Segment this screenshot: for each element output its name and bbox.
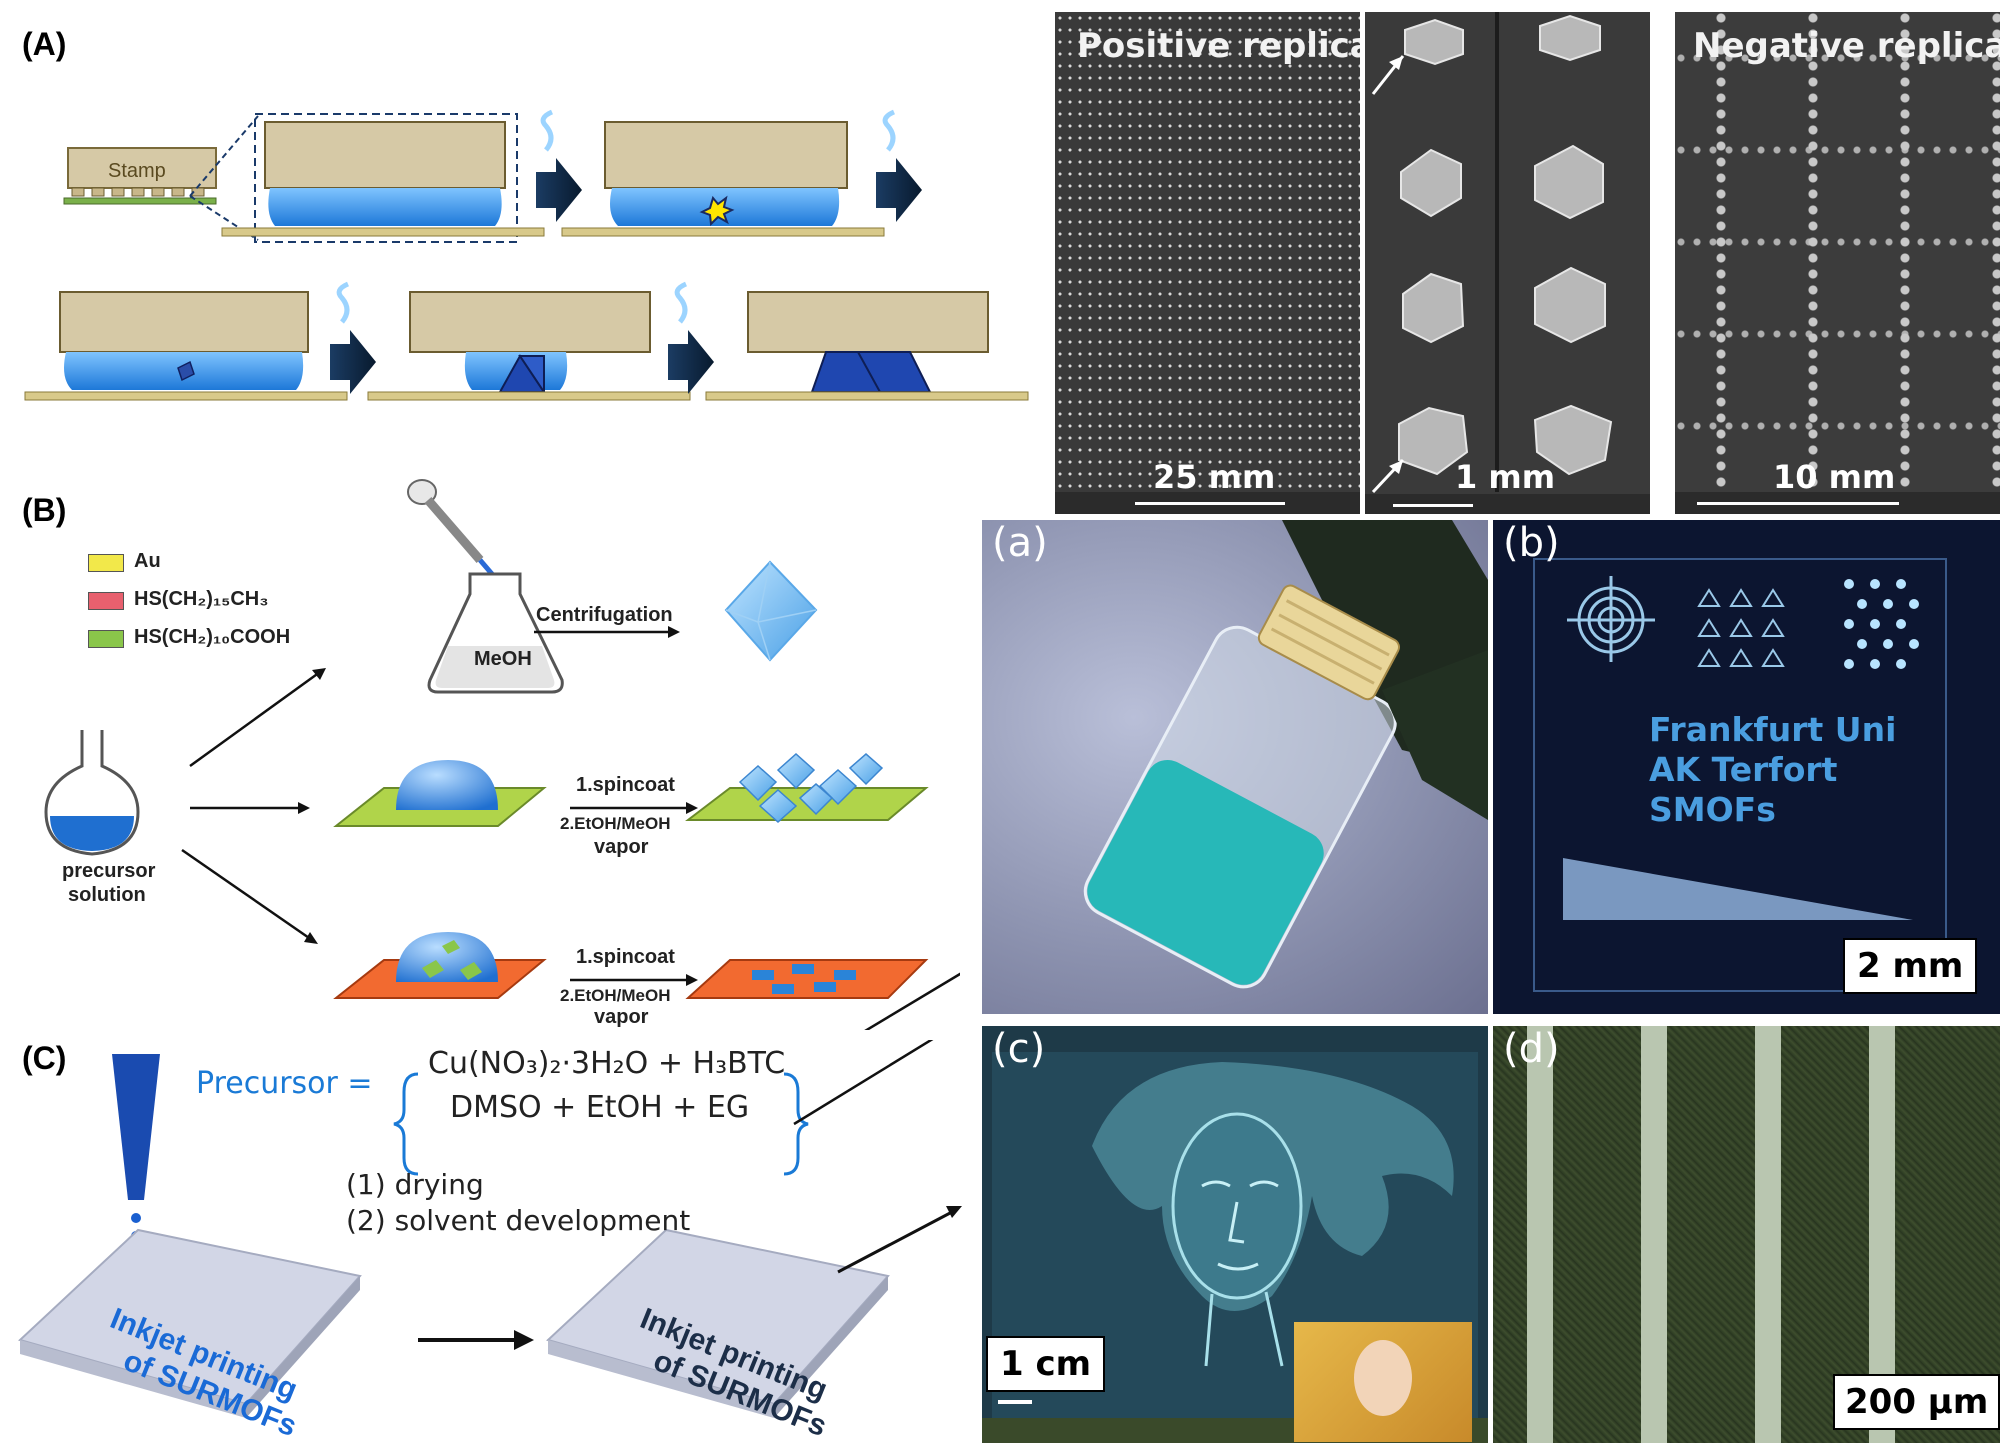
- printed-text-line1: Frankfurt Uni: [1649, 710, 1897, 749]
- inkjet-printing-schematic: [18, 1040, 962, 1418]
- printed-stripe: [1869, 1026, 1895, 1443]
- sem-positive-replica: Positive replica 25 mm: [1055, 12, 1360, 514]
- panel-label-a: (A): [22, 26, 67, 62]
- triangle-array: [1697, 588, 1785, 667]
- photo-printed-patterns: Frankfurt Uni AK Terfort SMOFs (b) 2 mm: [1493, 520, 2000, 1014]
- photo-a-label: (a): [992, 520, 1048, 566]
- precursor-route-schematic: [44, 479, 960, 1030]
- photo-c-scale: 1 cm: [986, 1336, 1106, 1392]
- legend-label-au: Au: [134, 550, 161, 572]
- panel-label-c: (C): [22, 1040, 67, 1076]
- printed-stripe: [1755, 1026, 1781, 1443]
- legend-swatch-au: [88, 554, 124, 572]
- photo-printed-lines: (d) 200 µm: [1493, 1026, 2000, 1443]
- centrifugation-label: Centrifugation: [536, 604, 673, 626]
- route3-step2: 2.EtOH/MeOH: [560, 986, 671, 1005]
- printed-text-line3: SMOFs: [1649, 790, 1776, 829]
- photo-d-scale: 200 µm: [1833, 1374, 2000, 1430]
- flask-label-meoh: MeOH: [474, 648, 532, 670]
- formula-line1: Cu(NO₃)₂·3H₂O + H₃BTC: [428, 1046, 786, 1081]
- target-icon: [1567, 576, 1655, 662]
- positive-scale-bar: [1135, 502, 1285, 505]
- photo-venus-print: (c) 1 cm: [982, 1026, 1488, 1443]
- precursor-label-line1: precursor: [62, 860, 156, 882]
- negative-scale-bar: [1697, 502, 1899, 505]
- sem-hexagon-detail: 1 mm: [1365, 12, 1650, 514]
- positive-replica-title: Positive replica: [1077, 26, 1360, 66]
- sem-negative-replica: Negative replica 10 mm: [1675, 12, 2000, 514]
- photo-b-label: (b): [1503, 520, 1560, 566]
- route3-step3: vapor: [594, 1006, 649, 1028]
- small-stamp: [63, 147, 217, 205]
- hexagon-crystals: [1365, 14, 1650, 514]
- vial-drawing: [1083, 520, 1488, 989]
- legend-swatch-hs15: [88, 592, 124, 610]
- formula-line2: DMSO + EtOH + EG: [450, 1090, 750, 1125]
- photo-c-label: (c): [992, 1026, 1046, 1072]
- stamp-label: Stamp: [108, 160, 166, 182]
- pattern-shapes: [1563, 576, 1921, 942]
- panel-label-b: (B): [22, 492, 67, 528]
- dot-array: [1844, 579, 1919, 669]
- printed-stripe: [1641, 1026, 1667, 1443]
- photo-d-label: (d): [1503, 1026, 1560, 1072]
- photo-b-scale: 2 mm: [1843, 938, 1978, 994]
- route2-step1: 1.spincoat: [576, 774, 675, 796]
- printed-text-block: Frankfurt Uni AK Terfort SMOFs: [1649, 710, 1896, 830]
- legend-label-hs15: HS(CH₂)₁₅CH₃: [134, 588, 269, 610]
- legend-swatch-hs10: [88, 630, 124, 648]
- sample-outline: [1533, 558, 1947, 992]
- middle-scale-bar: [1393, 504, 1473, 507]
- positive-scale-label: 25 mm: [1153, 458, 1276, 496]
- gradient-wedge: [1563, 858, 1913, 920]
- stamp-process-schematic: [24, 109, 1029, 401]
- precursor-label-line2: solution: [68, 884, 146, 906]
- negative-replica-title: Negative replica: [1693, 26, 2000, 66]
- printed-stripe: [1527, 1026, 1553, 1443]
- precursor-equals: Precursor =: [196, 1066, 373, 1101]
- route2-step3: vapor: [594, 836, 649, 858]
- negative-scale-label: 10 mm: [1773, 458, 1896, 496]
- printed-text-line2: AK Terfort: [1649, 750, 1838, 789]
- middle-scale-label: 1 mm: [1455, 458, 1556, 496]
- painting-inset: [1294, 1322, 1472, 1442]
- step-drying: (1) drying: [346, 1168, 484, 1201]
- route2-step2: 2.EtOH/MeOH: [560, 814, 671, 833]
- step-solvent-development: (2) solvent development: [346, 1204, 691, 1237]
- photo-c-scale-bar: [998, 1400, 1032, 1404]
- legend-label-hs10: HS(CH₂)₁₀COOH: [134, 626, 291, 648]
- route3-step1: 1.spincoat: [576, 946, 675, 968]
- photo-vial: (a): [982, 520, 1488, 1014]
